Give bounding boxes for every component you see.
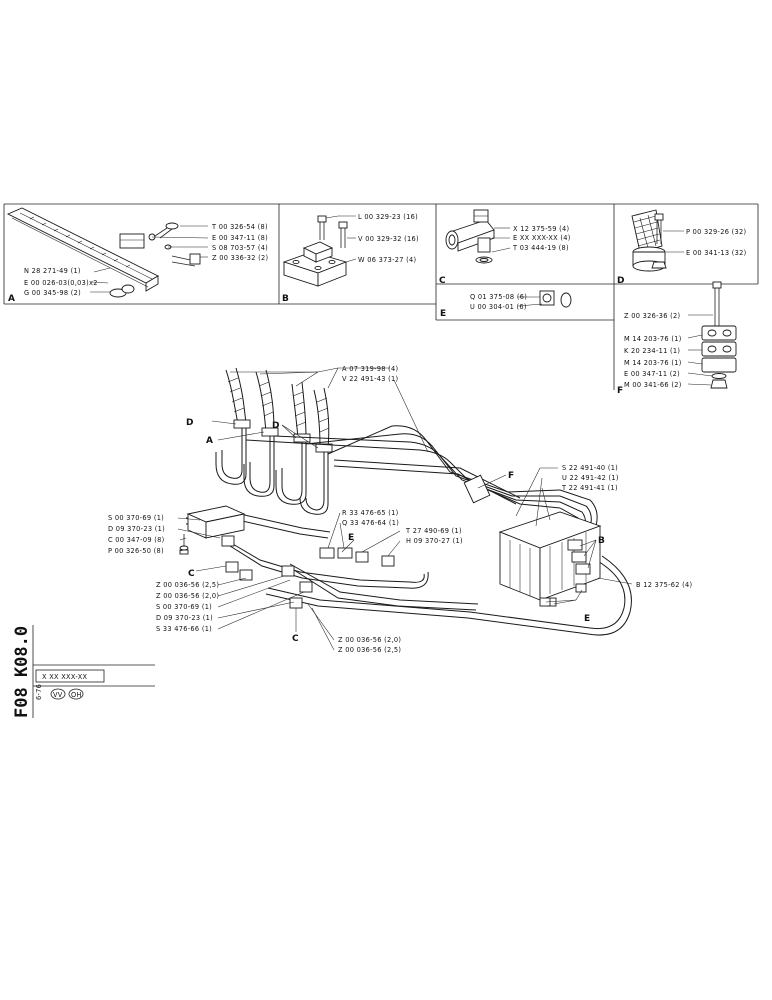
panel-b: L 00 329-23 (16) V 00 329-32 (16) W 06 3…	[282, 213, 419, 304]
callout-d-right: D	[272, 421, 279, 431]
sheet-info: F08 K08.0 X XX XXX-XX 6-76 VV OH	[12, 625, 155, 718]
label-f-4: E 00 347-11 (2)	[624, 370, 680, 378]
label-z00-20a: Z 00 036-56 (2,0)	[156, 592, 219, 600]
main-assembly	[179, 367, 632, 636]
panel-b-leaders	[325, 215, 357, 263]
label-hose-v22: V 22 491-43 (1)	[342, 375, 398, 383]
label-s00-left: S 00 370-69 (1)	[108, 514, 164, 522]
mark-vv	[50, 688, 66, 700]
panel-e-leaders	[517, 296, 543, 307]
callout-a: A	[206, 436, 213, 446]
panel-letter-d: D	[617, 276, 624, 286]
label-p00: P 00 326-50 (8)	[108, 547, 164, 555]
label-t27: T 27 490-69 (1)	[405, 527, 462, 535]
clamp-stack-drawing	[701, 281, 737, 389]
label-b-2: W 06 373-27 (4)	[358, 256, 416, 264]
panel-c: X 12 375-59 (4) E XX XXX-XX (4) T 03 444…	[439, 209, 571, 286]
label-c-1: E XX XXX-XX (4)	[513, 234, 571, 242]
sheet-box-text: X XX XXX-XX	[42, 673, 88, 681]
panel-f: Z 00 326-36 (2) M 14 203-76 (1) K 20 234…	[617, 281, 737, 396]
label-s22: S 22 491-40 (1)	[562, 464, 618, 472]
label-e-0: Q 01 375-08 (6)	[470, 293, 527, 301]
panel-letter-a: A	[8, 294, 15, 304]
pipe-loops	[215, 428, 329, 515]
panel-a: T 00 326-54 (8) E 00 347-11 (8) S 08 703…	[6, 207, 268, 304]
callout-c-left: C	[188, 569, 195, 579]
panel-letter-e: E	[440, 309, 446, 319]
callout-b: B	[598, 536, 605, 546]
label-a-6: G 00 345-98 (2)	[24, 289, 81, 297]
label-u22: U 22 491-42 (1)	[562, 474, 619, 482]
label-d-0: P 00 329-26 (32)	[686, 228, 746, 236]
panel-e: Q 01 375-08 (6) U 00 304-01 (6) E	[440, 290, 572, 319]
hose-end-drawing	[631, 209, 667, 272]
sheet-box	[35, 669, 105, 683]
label-f-5: M 00 341-66 (2)	[624, 381, 682, 389]
panel-f-leaders	[687, 314, 713, 386]
label-f-0: Z 00 326-36 (2)	[624, 312, 680, 320]
sheet-code: F08 K08.0	[12, 626, 32, 718]
mark-vv-text: VV	[53, 691, 63, 699]
label-d09-bottom: D 09 370-23 (1)	[156, 614, 213, 622]
label-t22: T 22 491-41 (1)	[561, 484, 618, 492]
label-hose-a07: A 07 319-98 (4)	[342, 365, 398, 373]
label-b12: B 12 375-62 (4)	[636, 581, 692, 589]
left-assembly	[179, 505, 551, 611]
label-a-2: S 08 703-57 (4)	[212, 244, 268, 252]
block-drawing	[282, 215, 348, 287]
label-c-2: T 03 444-19 (8)	[512, 244, 569, 252]
plug-drawing	[539, 290, 572, 308]
label-d-1: E 00 341-13 (32)	[686, 249, 747, 257]
panel-letter-f: F	[617, 386, 623, 396]
label-e-1: U 00 304-01 (6)	[470, 303, 527, 311]
label-a-4: N 28 271-49 (1)	[24, 267, 81, 275]
callout-e-mid: E	[348, 533, 354, 543]
label-a-3: Z 00 336-32 (2)	[212, 254, 268, 262]
main-labels: A 07 319-98 (4) V 22 491-43 (1) S 22 491…	[108, 365, 692, 654]
fitting-drawing	[445, 209, 495, 264]
valve-block	[498, 511, 602, 607]
panel-c-leaders	[491, 227, 511, 253]
label-z00-20b: Z 00 036-56 (2,0)	[338, 636, 401, 644]
label-a-1: E 00 347-11 (8)	[212, 234, 268, 242]
label-z00-25a: Z 00 036-56 (2,5)	[156, 581, 219, 589]
main-leaders	[177, 367, 633, 651]
panel-d-leaders	[663, 230, 684, 253]
label-f-1: M 14 203-76 (1)	[624, 335, 682, 343]
label-s00-bottom: S 00 370-69 (1)	[156, 603, 212, 611]
label-c-0: X 12 375-59 (4)	[513, 225, 569, 233]
label-f-2: K 20 234-11 (1)	[624, 347, 680, 355]
panel-a-leaders	[90, 225, 209, 293]
label-z00-25b: Z 00 036-56 (2,5)	[338, 646, 401, 654]
panel-frames	[3, 203, 759, 390]
label-h09: H 09 370-27 (1)	[406, 537, 463, 545]
label-d09-left: D 09 370-23 (1)	[108, 525, 165, 533]
callout-d-left: D	[186, 418, 193, 428]
label-a-0: T 00 326-54 (8)	[211, 223, 268, 231]
label-q33: Q 33 476-64 (1)	[342, 519, 399, 527]
label-a-5: E 00 026-03(0,03)x2	[24, 279, 98, 287]
callout-f: F	[508, 471, 514, 481]
clamp-drawing	[109, 222, 201, 298]
label-r33: R 33 476-65 (1)	[342, 509, 398, 517]
mark-oh	[68, 688, 84, 700]
label-c00: C 00 347-09 (8)	[108, 536, 164, 544]
callout-c-bottom: C	[292, 634, 299, 644]
label-s33: S 33 476-66 (1)	[156, 625, 212, 633]
sheet-date: 6-76	[35, 684, 43, 700]
callout-e-right: E	[584, 614, 590, 624]
panel-d: P 00 329-26 (32) E 00 341-13 (32) D	[617, 209, 747, 286]
label-b-1: V 00 329-32 (16)	[358, 235, 419, 243]
mark-oh-text: OH	[71, 691, 82, 699]
rail-drawing	[6, 207, 159, 292]
label-b-0: L 00 329-23 (16)	[358, 213, 418, 221]
panel-letter-b: B	[282, 294, 289, 304]
label-f-3: M 14 203-76 (1)	[624, 359, 682, 367]
panel-letter-c: C	[439, 276, 446, 286]
